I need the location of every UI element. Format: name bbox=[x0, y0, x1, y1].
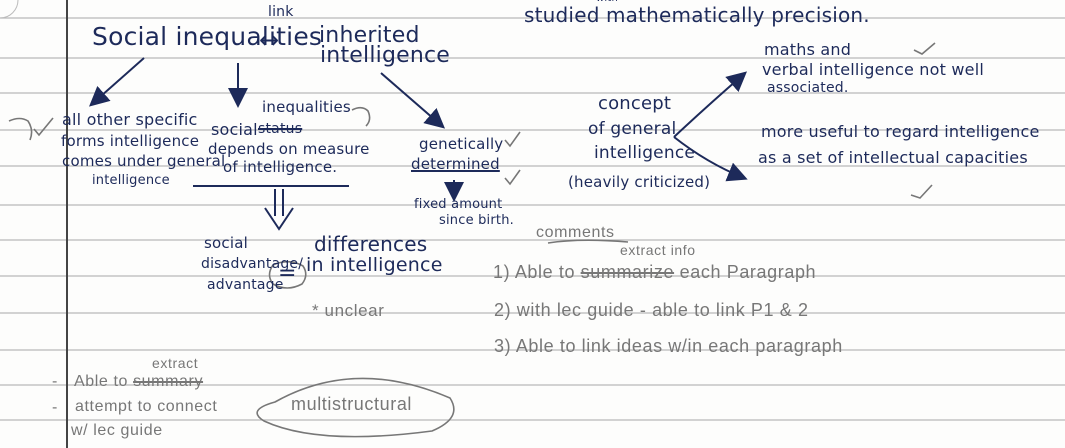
specific-line-3: comes under general bbox=[62, 152, 226, 170]
social-disadvantage-line-3: advantage bbox=[207, 277, 284, 293]
studied-text: studied bbox=[524, 3, 600, 27]
genetically-line-1: genetically bbox=[419, 135, 504, 153]
comments-heading: comments bbox=[536, 224, 615, 241]
differences-line-1: differences bbox=[314, 232, 428, 256]
ruled-lines bbox=[0, 17, 1065, 421]
link-arrow-text: ↔ bbox=[259, 26, 280, 54]
pencil-marks bbox=[8, 42, 936, 438]
equals-symbol: = bbox=[278, 261, 297, 286]
social-ineq-line-1: social bbox=[211, 120, 258, 139]
footer-line-1-strike: summary bbox=[133, 373, 204, 390]
binder-hole bbox=[0, 0, 19, 19]
comment-item-1-strike: summarize bbox=[580, 262, 675, 282]
multistructural-label: multistructural bbox=[291, 394, 413, 414]
specific-line-1: all other specific bbox=[62, 110, 198, 129]
comments-insert: extract info bbox=[620, 242, 696, 258]
link-text: link bbox=[268, 4, 294, 20]
fixed-amount-line-2: since birth. bbox=[439, 213, 514, 228]
comment-item-2: 2) with lec guide - able to link P1 & 2 bbox=[494, 300, 809, 320]
fixed-amount-line-1: fixed amount bbox=[414, 197, 503, 212]
footer-dash-1: - bbox=[52, 373, 58, 390]
footer-line-2: attempt to connect bbox=[75, 398, 218, 415]
social-ineq-insert: inequalities bbox=[262, 98, 351, 116]
useful-line-2: as a set of intellectual capacities bbox=[758, 148, 1028, 167]
unclear-note: * unclear bbox=[312, 301, 385, 320]
specific-line-4: intelligence bbox=[92, 173, 170, 188]
comment-item-1: 1) Able to summarize each Paragraph bbox=[493, 263, 816, 281]
inherited-line-2: intelligence bbox=[320, 43, 451, 68]
social-ineq-line-2: depends on measure bbox=[208, 140, 370, 158]
concept-line-4: (heavily criticized) bbox=[568, 173, 711, 191]
social-disadvantage-line-1: social bbox=[204, 234, 248, 252]
comment-item-3: 3) Able to link ideas w/in each paragrap… bbox=[494, 336, 843, 356]
implies-marker bbox=[193, 185, 349, 231]
social-ineq-strike: status bbox=[258, 121, 303, 137]
with-insert-text: with bbox=[596, 0, 618, 4]
precision-text: mathematically precision. bbox=[606, 3, 870, 27]
concept-arrows bbox=[89, 57, 748, 202]
genetically-line-2: determined bbox=[411, 155, 500, 173]
maths-line-3: associated. bbox=[767, 80, 849, 96]
comment-item-1-prefix: 1) Able to bbox=[493, 262, 581, 282]
specific-line-2: forms intelligence bbox=[61, 132, 200, 150]
differences-line-2: in intelligence bbox=[306, 254, 443, 276]
footer-insert: extract bbox=[152, 355, 199, 371]
maths-line-2: verbal intelligence not well bbox=[762, 60, 984, 79]
social-ineq-line-3: of intelligence. bbox=[223, 158, 338, 176]
social-disadvantage-line-2: disadvantage/ bbox=[201, 256, 304, 272]
footer-line-1: Able to summary bbox=[74, 374, 203, 390]
social-inequalities-title: Social inequalities bbox=[92, 22, 323, 51]
footer-line-1-prefix: Able to bbox=[74, 373, 134, 390]
concept-line-3: intelligence bbox=[594, 143, 696, 163]
maths-line-1: maths and bbox=[764, 40, 852, 59]
footer-dash-2: - bbox=[52, 399, 58, 416]
concept-line-1: concept bbox=[598, 93, 672, 114]
inherited-line-1: inherited bbox=[319, 23, 420, 48]
concept-line-2: of general bbox=[588, 119, 677, 139]
comment-item-1-suffix: each Paragraph bbox=[674, 262, 817, 282]
footer-line-3: w/ lec guide bbox=[71, 422, 163, 439]
useful-line-1: more useful to regard intelligence bbox=[761, 122, 1040, 141]
